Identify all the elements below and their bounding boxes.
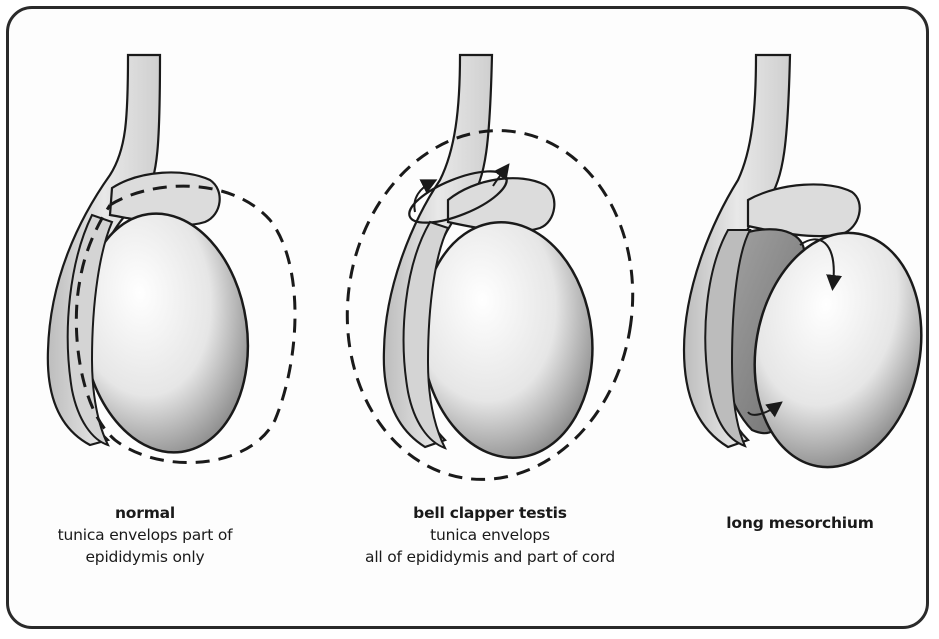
- normal-diagram: [48, 55, 295, 463]
- caption-title: long mesorchium: [700, 512, 900, 534]
- caption-title: normal: [20, 502, 270, 524]
- caption-line: epididymis only: [20, 546, 270, 568]
- long-mesorchium-diagram: [684, 55, 939, 480]
- caption-line: tunica envelops part of: [20, 524, 270, 546]
- caption-title: bell clapper testis: [325, 502, 655, 524]
- caption-long-mesorchium: long mesorchium: [700, 512, 900, 534]
- caption-bell-clapper: bell clapper testis tunica envelops all …: [325, 502, 655, 568]
- caption-normal: normal tunica envelops part of epididymi…: [20, 502, 270, 568]
- bell-clapper-diagram: [325, 55, 655, 498]
- caption-line: all of epididymis and part of cord: [325, 546, 655, 568]
- caption-line: tunica envelops: [325, 524, 655, 546]
